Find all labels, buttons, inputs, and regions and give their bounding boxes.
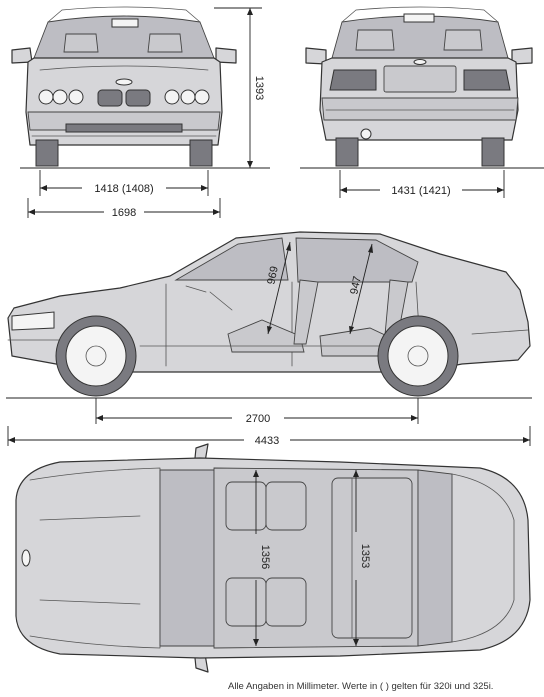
front-overall-width-label: 1698 [112, 207, 136, 219]
front-headroom-label: 969 [265, 265, 281, 285]
front-shoulder-width-label: 1356 [259, 545, 271, 569]
rear-shoulder-width-label: 1353 [359, 544, 371, 568]
rear-view: 1431 (1421) [300, 6, 544, 198]
footnote: Alle Angaben in Millimeter. Werte in ( )… [228, 681, 494, 692]
front-height-label: 1393 [253, 76, 265, 100]
rear-track-label: 1431 (1421) [391, 185, 450, 197]
overall-length-label: 4433 [255, 435, 279, 447]
front-track-label: 1418 (1408) [94, 183, 153, 195]
side-view: 969 947 2700 4433 [6, 231, 532, 447]
front-view: 1393 1418 (1408) 1698 [11, 6, 270, 219]
rear-headroom-label: 947 [348, 275, 364, 295]
top-view: 1356 1353 [15, 443, 531, 673]
wheelbase-label: 2700 [246, 413, 270, 425]
